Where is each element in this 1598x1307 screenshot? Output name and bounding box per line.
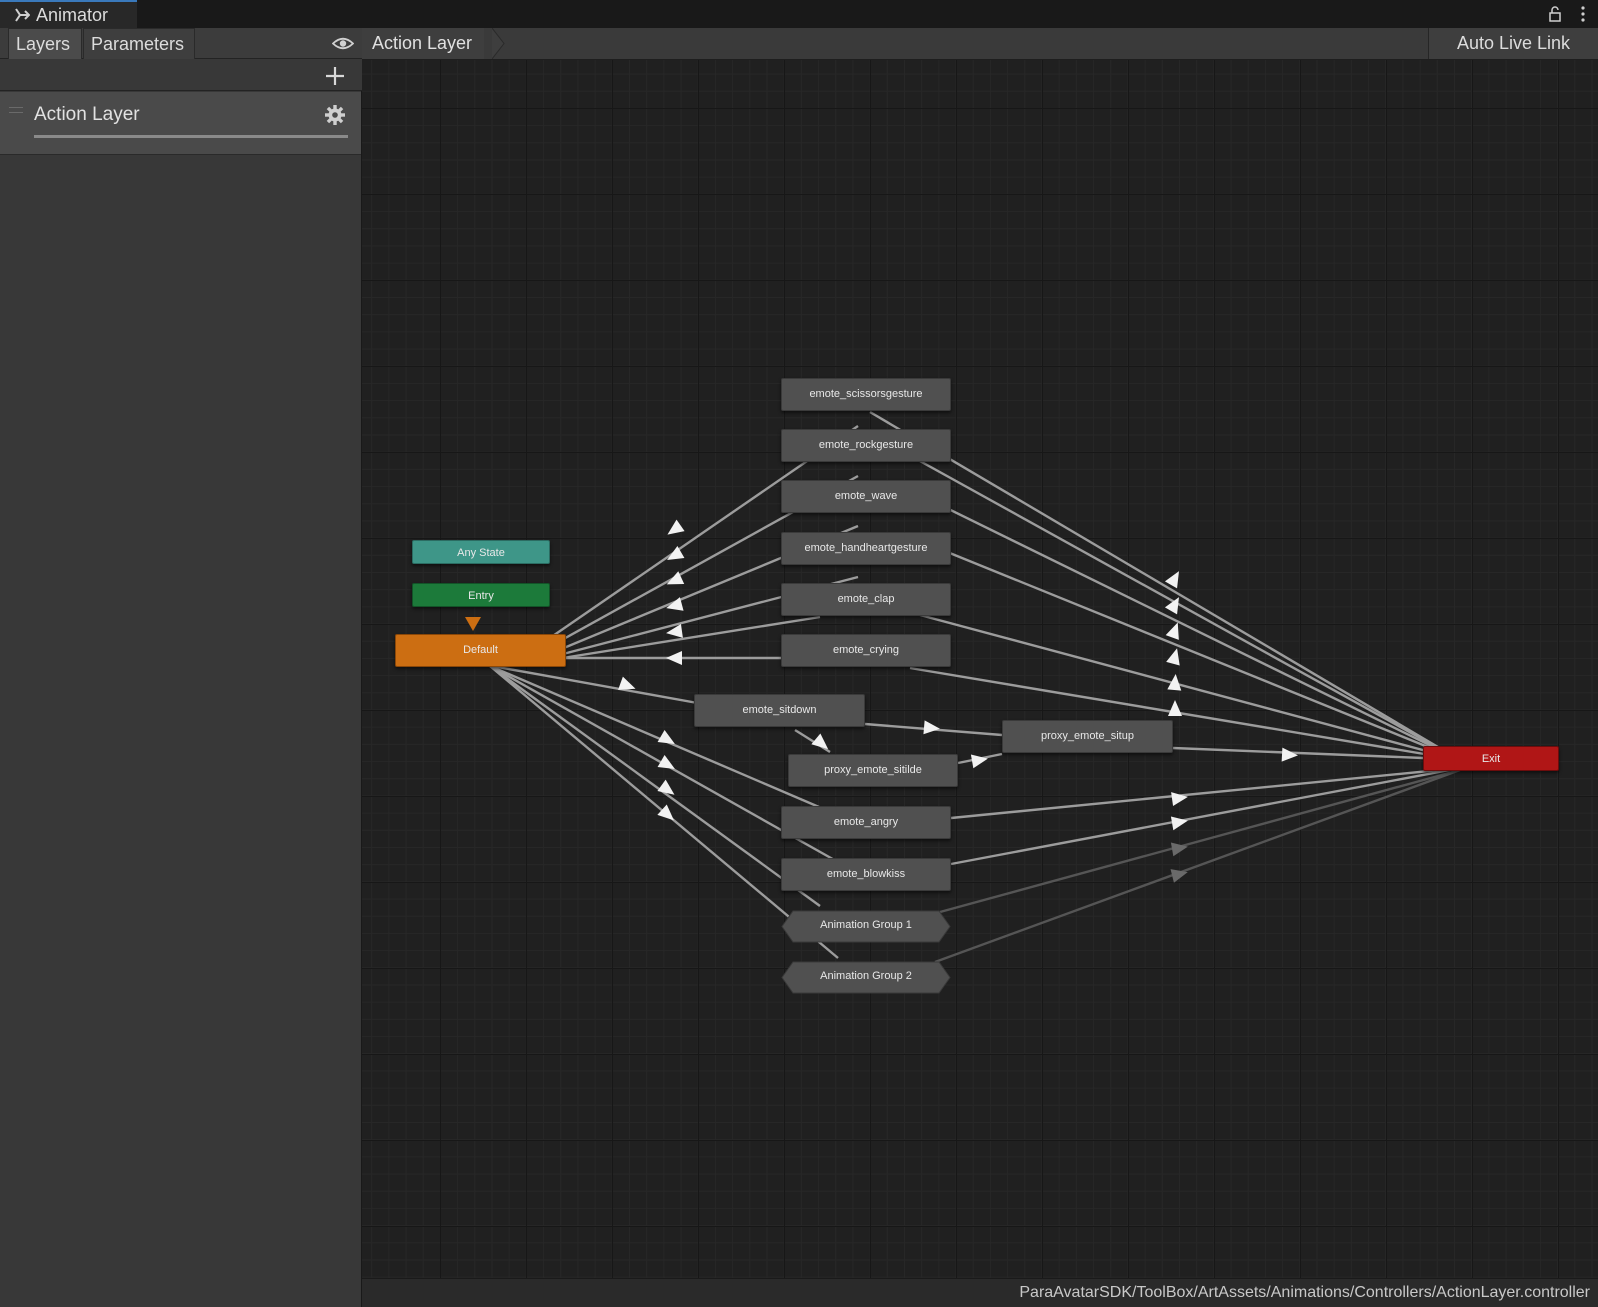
- transition-line: [934, 768, 1461, 964]
- state-node[interactable]: emote_crying: [781, 634, 951, 667]
- breadcrumb-separator-icon: [492, 28, 505, 59]
- node-default[interactable]: Default: [395, 634, 566, 667]
- entry-transition-arrow-icon: [465, 617, 481, 631]
- transition-arrow-icon: [1281, 747, 1298, 762]
- transition-arrow-icon: [666, 651, 682, 665]
- breadcrumb[interactable]: Action Layer: [362, 28, 485, 59]
- state-machine-shape: [781, 961, 951, 994]
- transition-line: [950, 766, 1461, 820]
- state-machine-label: Animation Group 2: [820, 970, 912, 982]
- transition-arrow-icon: [1164, 597, 1179, 615]
- transition-line: [1172, 746, 1424, 760]
- tab-parameters[interactable]: Parameters: [83, 28, 195, 59]
- transition-arrow-icon: [666, 623, 683, 638]
- drag-handle-icon[interactable]: [9, 107, 23, 113]
- transition-arrow-icon: [1168, 700, 1182, 716]
- graph-header: Action Layer Auto Live Link: [362, 28, 1598, 60]
- layer-item-action-layer[interactable]: Action Layer: [0, 92, 361, 155]
- layer-toolbar: [0, 59, 362, 91]
- transition-line: [919, 613, 1461, 762]
- transition-line: [909, 666, 1461, 762]
- transition-arrow-icon: [1170, 869, 1188, 883]
- transition-arrow-icon: [657, 729, 675, 744]
- state-node[interactable]: emote_clap: [781, 583, 951, 616]
- transition-line: [939, 768, 1461, 914]
- transition-arrow-icon: [923, 720, 940, 735]
- state-node[interactable]: emote_sitdown: [694, 694, 865, 727]
- window-tab-bar: Animator: [0, 0, 1598, 28]
- kebab-menu-icon[interactable]: [1580, 5, 1586, 23]
- window-title: Animator: [36, 4, 109, 25]
- state-node[interactable]: emote_blowkiss: [781, 858, 951, 891]
- transition-arrow-icon: [1167, 674, 1182, 691]
- transition-arrow-icon: [1170, 816, 1188, 831]
- transition-arrow-icon: [1164, 571, 1179, 589]
- transition-arrow-icon: [666, 571, 685, 585]
- gear-icon[interactable]: [324, 104, 346, 126]
- state-node[interactable]: emote_wave: [781, 480, 951, 513]
- transition-line: [929, 543, 1461, 762]
- transition-arrow-icon: [970, 754, 988, 769]
- transition-line: [950, 766, 1461, 866]
- transition-arrow-icon: [657, 754, 675, 769]
- transition-arrow-icon: [1165, 622, 1179, 640]
- transition-line: [794, 728, 831, 754]
- animator-icon: [15, 8, 30, 22]
- transition-line: [491, 664, 704, 706]
- lock-icon[interactable]: [1548, 6, 1562, 22]
- transition-arrow-icon: [657, 804, 674, 821]
- state-machine-shape: [781, 910, 951, 943]
- transition-arrow-icon: [666, 597, 684, 611]
- transition-line: [869, 410, 1461, 762]
- transition-line: [919, 493, 1461, 762]
- auto-live-link-toggle[interactable]: Auto Live Link: [1428, 28, 1598, 59]
- panel-tabs: Layers Parameters: [0, 28, 362, 59]
- tab-layers[interactable]: Layers: [8, 28, 82, 59]
- transition-arrow-icon: [618, 676, 636, 690]
- transition-arrow-icon: [667, 545, 685, 560]
- layer-weight-bar: [34, 135, 348, 138]
- eye-icon[interactable]: [332, 36, 354, 51]
- transition-arrow-icon: [1170, 842, 1188, 857]
- state-node[interactable]: emote_scissorsgesture: [781, 378, 951, 411]
- transition-arrow-icon: [657, 779, 675, 795]
- state-node[interactable]: emote_handheartgesture: [781, 532, 951, 565]
- state-machine-node[interactable]: Animation Group 2: [781, 961, 951, 994]
- layers-panel: Layers Parameters Action Layer: [0, 28, 362, 1307]
- transition-arrow-icon: [667, 519, 685, 535]
- state-node[interactable]: emote_rockgesture: [781, 429, 951, 462]
- state-node[interactable]: proxy_emote_situp: [1002, 720, 1173, 753]
- transition-arrow-icon: [811, 733, 829, 750]
- state-node[interactable]: emote_angry: [781, 806, 951, 839]
- state-machine-label: Animation Group 1: [820, 919, 912, 931]
- controller-path: ParaAvatarSDK/ToolBox/ArtAssets/Animatio…: [362, 1278, 1598, 1307]
- transition-arrow-icon: [1171, 792, 1188, 807]
- state-node[interactable]: proxy_emote_sitilde: [788, 754, 958, 787]
- transition-arrow-icon: [1166, 648, 1180, 666]
- state-machine-graph[interactable]: [362, 28, 1598, 1307]
- layer-name: Action Layer: [34, 104, 140, 125]
- transition-line: [514, 425, 859, 663]
- node-exit[interactable]: Exit: [1423, 746, 1559, 771]
- state-machine-node[interactable]: Animation Group 1: [781, 910, 951, 943]
- transition-line: [899, 448, 1461, 762]
- transition-line: [549, 615, 821, 662]
- add-layer-icon[interactable]: [324, 65, 346, 87]
- node-any-state[interactable]: Any State: [412, 540, 550, 564]
- animator-window-tab[interactable]: Animator: [0, 0, 137, 28]
- node-entry[interactable]: Entry: [412, 583, 550, 607]
- transition-line: [489, 665, 821, 907]
